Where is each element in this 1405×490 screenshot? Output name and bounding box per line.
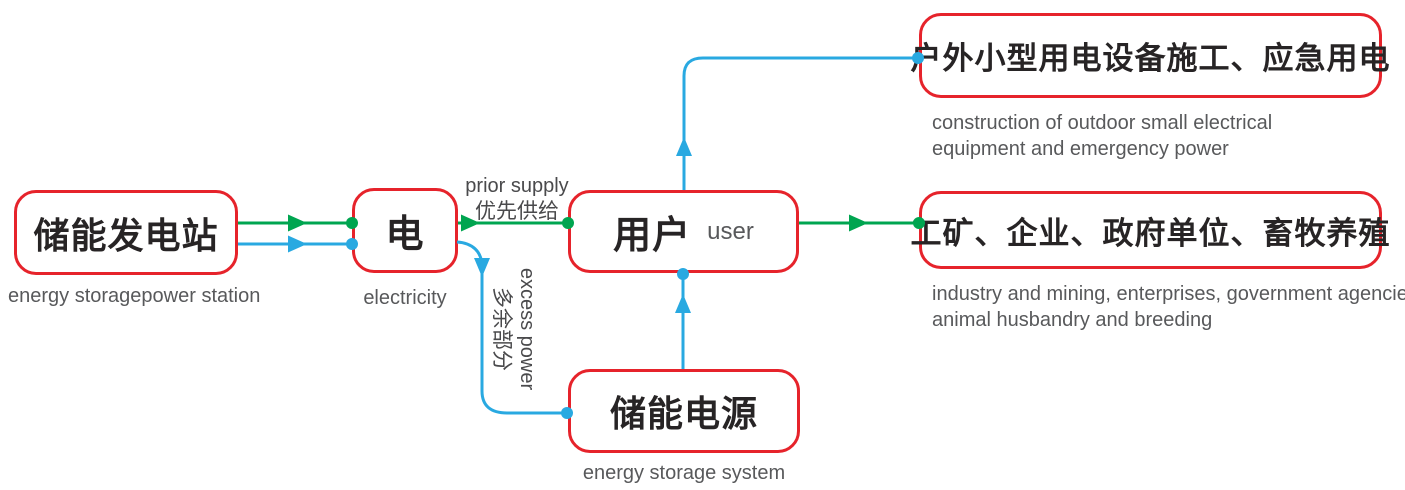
caption-industry-line1: industry and mining, enterprises, govern… [932, 283, 1405, 305]
edge-label-prior-supply-en: prior supply [465, 175, 569, 197]
node-outdoor-label: 户外小型用电设备施工、应急用电 [910, 41, 1391, 76]
edge-label-excess-power-zh: 多余部分 [490, 287, 513, 371]
edge-user-to-industry-green [799, 214, 925, 232]
arrowhead-up-icon [675, 294, 691, 313]
node-user: 用户 user [568, 190, 799, 273]
node-industry-label: 工矿、企业、政府单位、畜牧养殖 [910, 215, 1391, 251]
node-storage-label: 储能电源 [609, 393, 758, 434]
arrowhead-right-icon [288, 235, 307, 253]
node-electricity: 电 [352, 188, 458, 273]
arrowhead-right-icon [288, 214, 307, 232]
node-electricity-label: 电 [385, 214, 425, 256]
edge-label-prior-supply: prior supply 优先供给 [442, 174, 592, 224]
edge-label-prior-supply-zh: 优先供给 [475, 200, 559, 223]
caption-outdoor-line1: construction of outdoor small electrical [932, 112, 1273, 134]
edge-station-to-electricity-blue [238, 235, 358, 253]
node-user-label: 用户 [613, 215, 692, 257]
arrowhead-down-icon [474, 258, 490, 277]
caption-outdoor-line2: equipment and emergency power [932, 138, 1229, 160]
edge-storage-to-user-blue [675, 268, 691, 369]
edge-user-to-outdoor-blue [676, 52, 924, 190]
caption-station: energy storagepower station [8, 285, 261, 307]
node-station-label: 储能发电站 [33, 214, 219, 256]
edge-label-excess-power-en: excess power [516, 267, 538, 391]
edge-label-excess-power: excess power 多余部分 [489, 259, 539, 399]
node-industry-users: 工矿、企业、政府单位、畜牧养殖 [911, 191, 1390, 269]
node-user-sublabel: user [707, 217, 754, 245]
caption-outdoor: construction of outdoor small electrical… [932, 110, 1272, 162]
arrowhead-right-icon [849, 214, 868, 232]
node-energy-storage-system: 储能电源 [568, 369, 800, 453]
caption-industry-line2: animal husbandry and breeding [932, 309, 1213, 331]
node-energy-storage-power-station: 储能发电站 [14, 190, 238, 275]
arrowhead-up-icon [676, 137, 692, 156]
caption-industry: industry and mining, enterprises, govern… [932, 281, 1405, 333]
node-outdoor-equipment: 户外小型用电设备施工、应急用电 [911, 13, 1390, 98]
caption-storage-system: energy storage system [582, 462, 786, 484]
caption-electricity: electricity [363, 287, 447, 309]
edge-station-to-electricity-green [238, 214, 358, 232]
